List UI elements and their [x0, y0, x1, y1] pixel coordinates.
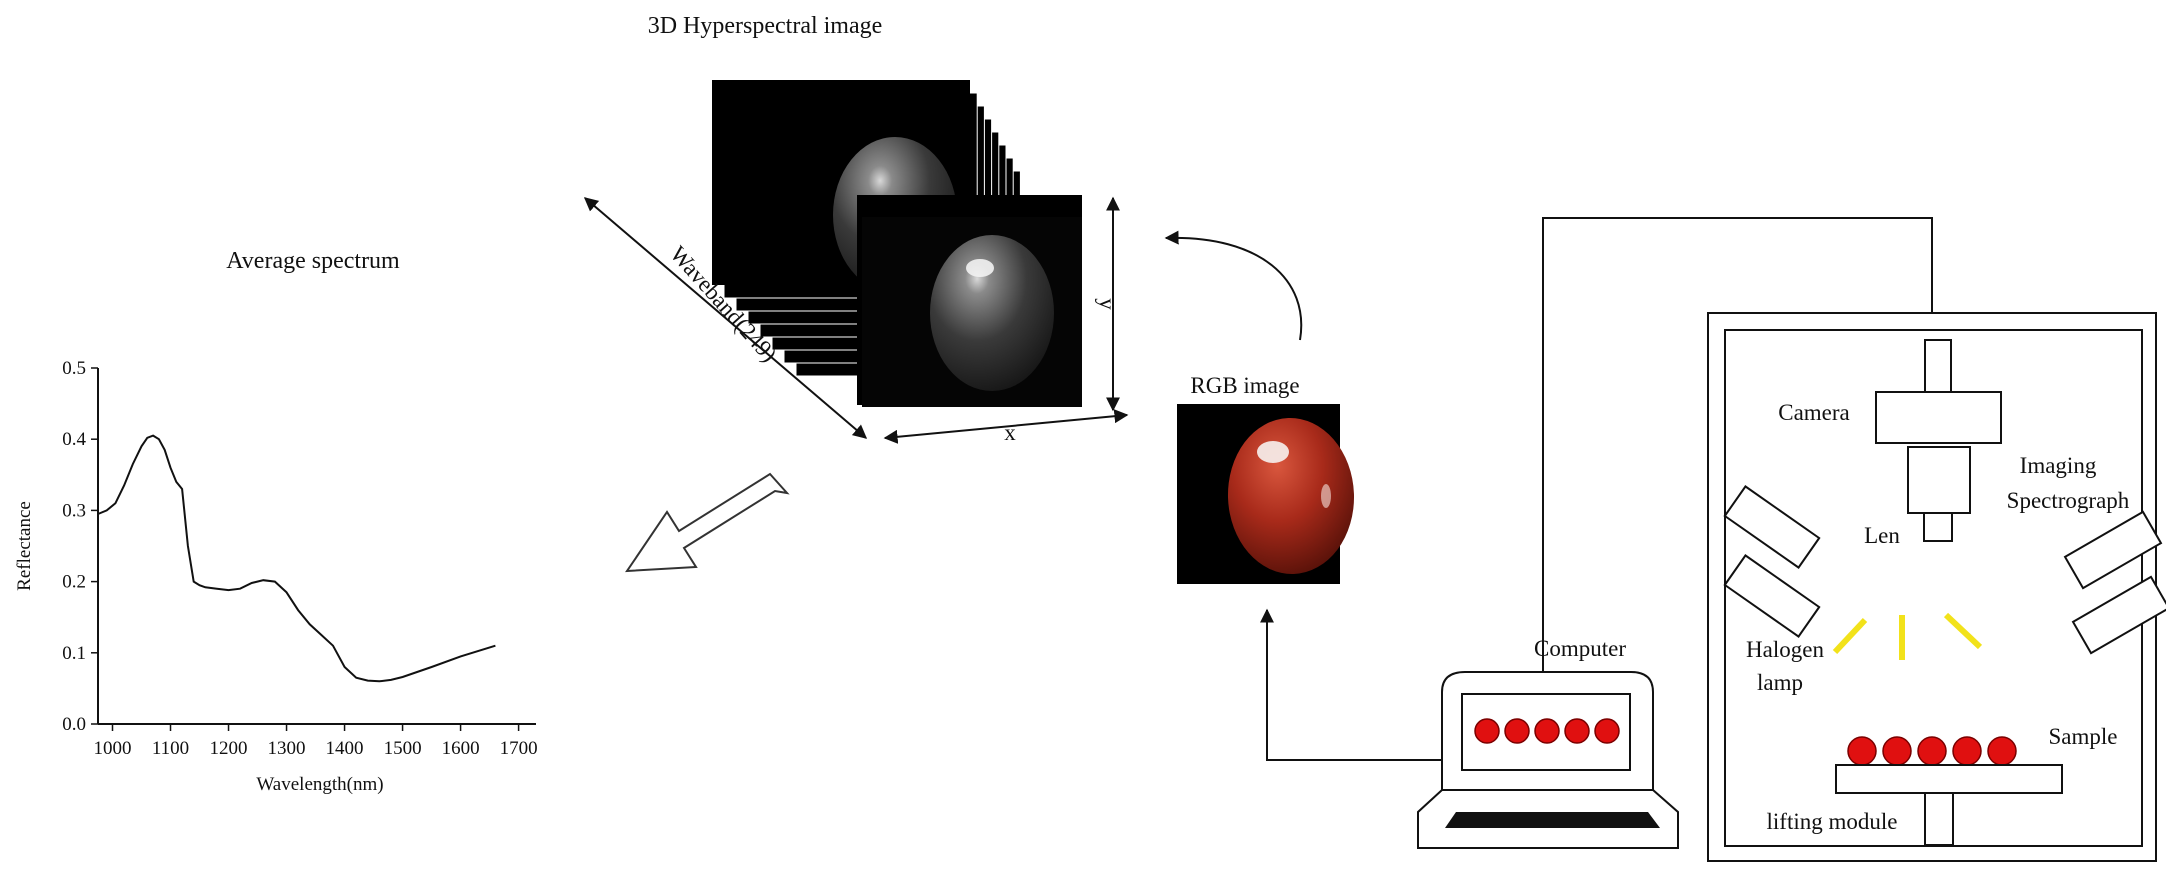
spectrograph-label-2: Spectrograph [2007, 488, 2130, 513]
sample-label: Sample [2049, 724, 2118, 749]
x-tick-label: 1500 [384, 738, 422, 759]
camera-cable [1542, 217, 1933, 672]
chart-ylabel: Reflectance [14, 501, 35, 591]
halogen-lamp-left-top [1723, 485, 1821, 569]
waveband-arrow [583, 197, 868, 439]
halogen-lamp-left-bottom [1723, 554, 1821, 638]
stage-sample-dot [1882, 736, 1912, 766]
halogen-label-1: Halogen [1746, 637, 1824, 662]
x-tick-label: 1700 [500, 738, 538, 759]
chart-xlabel: Wavelength(nm) [256, 774, 383, 795]
rgb-image-block: RGB image [1164, 230, 1355, 584]
light-ray-left [1832, 617, 1868, 655]
x-axis-arrow [883, 409, 1129, 444]
chart-axes [97, 368, 536, 725]
camera-body [1875, 391, 2002, 444]
screen-sample-dot [1564, 718, 1590, 744]
camera-mount [1924, 339, 1952, 393]
imaging-system: Camera Imaging Spectrograph Len Halogen … [1707, 312, 2166, 862]
stage-sample-dot [1917, 736, 1947, 766]
y-tick-label: 0.5 [62, 358, 86, 379]
computer-screen-samples [1474, 718, 1620, 744]
x-tick-label: 1600 [442, 738, 480, 759]
x-tick-label: 1400 [326, 738, 364, 759]
screen-sample-dot [1504, 718, 1530, 744]
halogen-lamp-right-top [2063, 510, 2163, 590]
screen-sample-dot [1534, 718, 1560, 744]
rgb-to-cube-curved-arrow [1164, 230, 1303, 341]
spectrum-line [97, 434, 496, 683]
computer: Computer [1417, 636, 1679, 849]
rgb-image-label: RGB image [1190, 373, 1299, 398]
stage-sample-dot [1987, 736, 2017, 766]
light-ray-right [1943, 612, 1983, 650]
x-tick-label: 1100 [152, 738, 189, 759]
halogen-label-2: lamp [1757, 670, 1803, 695]
average-spectrum-chart: Average spectrum 1000 1100 1200 1300 1400 150… [14, 248, 538, 795]
stage-sample-dot [1847, 736, 1877, 766]
lifting-stage [1835, 764, 2063, 794]
computer-label: Computer [1534, 636, 1626, 661]
front-frame-highlight [966, 259, 994, 277]
imaging-spectrograph [1907, 446, 1971, 514]
y-tick-label: 0.3 [62, 500, 86, 521]
lifting-post [1924, 792, 1954, 846]
y-tick-label: 0.2 [62, 572, 86, 593]
rgb-tomato-highlight [1257, 441, 1289, 463]
y-tick-label: 0.4 [62, 429, 86, 450]
camera-label: Camera [1778, 400, 1850, 425]
screen-sample-dot [1594, 718, 1620, 744]
spectrograph-label-1: Imaging [2020, 453, 2097, 478]
screen-sample-dot [1474, 718, 1500, 744]
stage-sample-dot [1952, 736, 1982, 766]
halogen-lamp-right-bottom [2071, 575, 2166, 655]
y-tick-label: 0.0 [62, 714, 86, 735]
x-tick-label: 1000 [94, 738, 132, 759]
hyperspectral-title: 3D Hyperspectral image [648, 13, 883, 39]
x-axis-label: x [1004, 420, 1016, 445]
computer-keyboard [1445, 812, 1660, 828]
hyperspectral-cube: 3D Hyperspectral image y x Waveband(249) [583, 13, 1129, 445]
lifting-module-label: lifting module [1767, 809, 1898, 834]
y-tick-label: 0.1 [62, 643, 86, 664]
rgb-tomato-highlight-2 [1321, 484, 1331, 508]
chart-title-average-spectrum: Average spectrum [226, 248, 400, 274]
lens [1923, 512, 1953, 542]
x-tick-label: 1300 [268, 738, 306, 759]
hollow-arrow-to-spectrum [625, 472, 790, 573]
len-label: Len [1864, 523, 1900, 548]
x-tick-label: 1200 [210, 738, 248, 759]
front-frame-sample [930, 235, 1054, 391]
chart-ticks: 1000 1100 1200 1300 1400 1500 1600 1700 0.0 0.1 0.… [62, 358, 537, 759]
y-axis-label: y [1095, 298, 1120, 310]
computer-to-rgb-connector [1260, 608, 1443, 761]
